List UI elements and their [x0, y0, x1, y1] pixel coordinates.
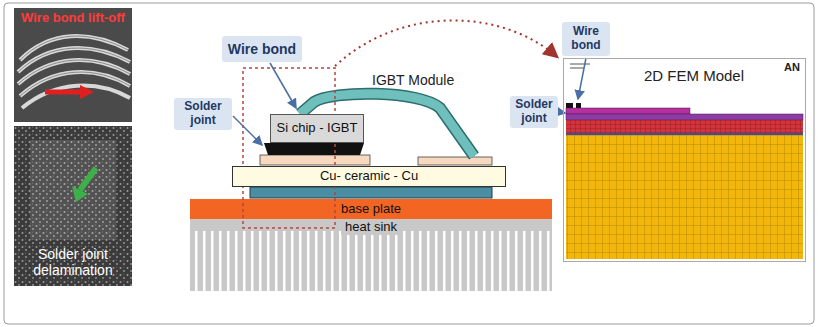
- zoom-region: [243, 68, 335, 228]
- leader-line: [578, 58, 586, 99]
- fem-panel: 2D FEM Model AN: [563, 58, 806, 262]
- leader-line: [559, 112, 565, 113]
- bottom-copper: [250, 187, 492, 198]
- leader-line: [233, 116, 262, 145]
- callout-box: Solder joint: [174, 98, 232, 130]
- node-text: Wire bond lift-off: [21, 11, 125, 26]
- substrate-box: Cu- ceramic - Cu: [232, 166, 506, 187]
- callout-box: Wire bond: [562, 22, 610, 56]
- base-plate-band: [190, 199, 552, 219]
- node-text: Solder joint: [178, 100, 228, 128]
- node-text: Solder joint: [514, 98, 554, 126]
- fem-mesh: [563, 58, 806, 262]
- chip-solder-layer: [264, 143, 364, 155]
- node-text: heat sink: [341, 220, 401, 235]
- sem-photo-wire: [14, 8, 132, 122]
- node-text: Cu- ceramic - Cu: [320, 169, 418, 184]
- outer-frame: [4, 3, 814, 324]
- leader-line: [270, 63, 296, 108]
- node-text: base plate: [341, 202, 401, 217]
- node-text: Solder joint delamination: [18, 246, 128, 278]
- node-text: 2D FEM Model: [644, 67, 744, 84]
- node-text: AN: [784, 61, 800, 74]
- callout-box: Solder joint: [510, 96, 558, 128]
- photo-panel: Solder joint delamination: [14, 126, 132, 286]
- top-copper: [260, 155, 370, 165]
- zoom-arrow: [335, 20, 556, 66]
- callout-box: Wire bond: [222, 36, 302, 62]
- heat-sink: heat sink: [190, 219, 552, 291]
- module-title: IGBT Module: [372, 72, 454, 88]
- photo-panel: Wire bond lift-off: [14, 8, 132, 122]
- chip-box: Si chip - IGBT: [270, 114, 364, 143]
- node-text: Si chip - IGBT: [277, 121, 358, 136]
- heat-sink-fins: [190, 219, 552, 291]
- node-text: Wire bond: [228, 41, 296, 57]
- copper-pad: [418, 157, 492, 165]
- node-text: Wire bond: [566, 25, 606, 53]
- base-plate: base plate: [190, 199, 552, 219]
- sem-photo-solder: [14, 126, 132, 286]
